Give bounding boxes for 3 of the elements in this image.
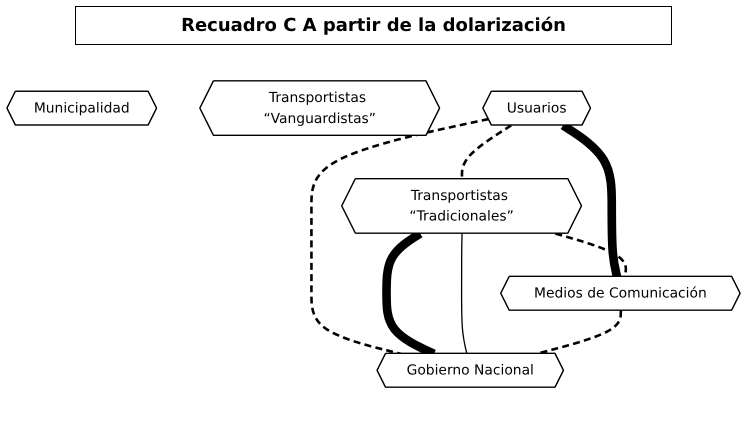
connector: [460, 124, 512, 180]
connector: [460, 234, 468, 354]
title-box: Recuadro C A partir de la dolarización: [74, 6, 672, 45]
